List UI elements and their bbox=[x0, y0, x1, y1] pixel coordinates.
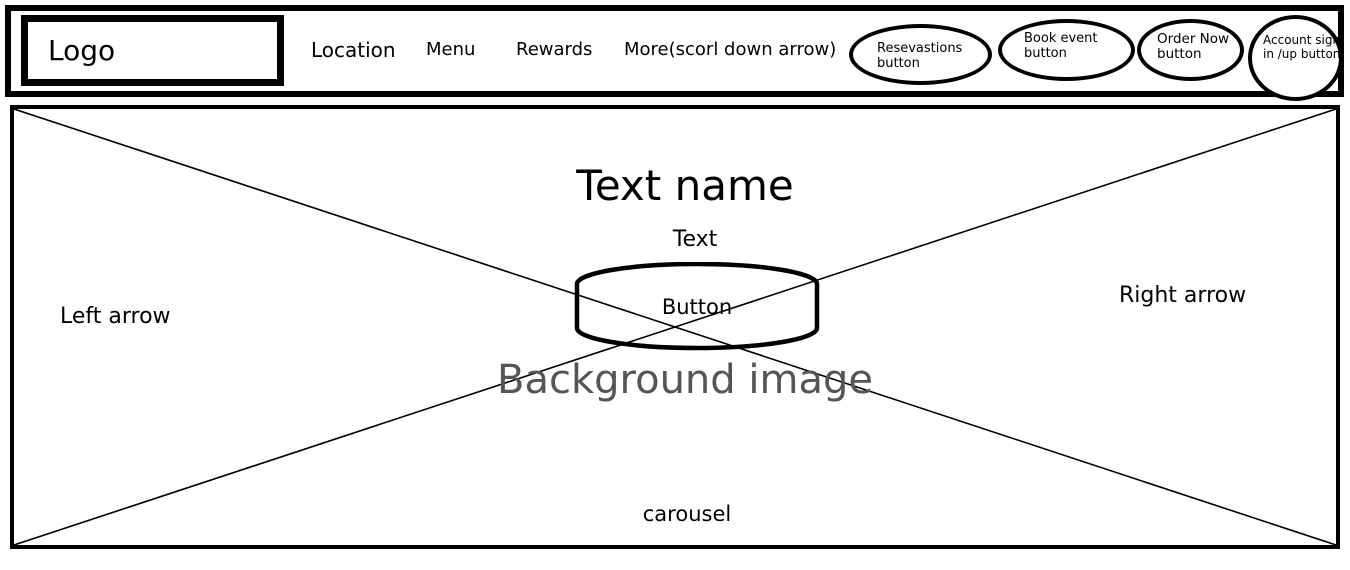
hero-button-shape bbox=[574, 262, 820, 351]
book-event-button[interactable]: Book event button bbox=[998, 19, 1135, 81]
reservations-button[interactable]: Resevastions button bbox=[849, 24, 992, 85]
nav-more-dropdown[interactable]: More(scorl down arrow) bbox=[624, 39, 837, 60]
order-now-button-label: Order Now button bbox=[1157, 31, 1230, 62]
hero-cta-button[interactable]: Button bbox=[573, 262, 821, 352]
account-button-label: Account sign in /up button bbox=[1263, 33, 1341, 61]
hero-button-label: Button bbox=[661, 295, 733, 319]
header-nav-bar: Logo Location Menu Rewards More(scorl do… bbox=[5, 5, 1344, 101]
hero-subtext: Text bbox=[672, 227, 718, 252]
hero-carousel: Text name Text Button Background image L… bbox=[10, 105, 1340, 549]
reservations-button-label: Resevastions button bbox=[877, 41, 963, 71]
order-now-button[interactable]: Order Now button bbox=[1137, 19, 1244, 81]
image-placeholder-cross bbox=[14, 109, 1336, 545]
carousel-left-arrow[interactable]: Left arrow bbox=[60, 304, 171, 329]
carousel-right-arrow[interactable]: Right arrow bbox=[1119, 283, 1247, 308]
nav-menu-link[interactable]: Menu bbox=[426, 39, 476, 60]
background-image-label: Background image bbox=[497, 357, 873, 403]
logo[interactable]: Logo bbox=[21, 15, 284, 86]
book-event-button-label: Book event button bbox=[1024, 31, 1098, 61]
nav-rewards-link[interactable]: Rewards bbox=[516, 39, 593, 60]
carousel-label: carousel bbox=[642, 502, 732, 526]
hero-title: Text name bbox=[576, 161, 794, 210]
nav-location-link[interactable]: Location bbox=[311, 38, 396, 62]
account-sign-in-button[interactable]: Account sign in /up button bbox=[1248, 15, 1343, 101]
logo-text: Logo bbox=[48, 34, 116, 67]
